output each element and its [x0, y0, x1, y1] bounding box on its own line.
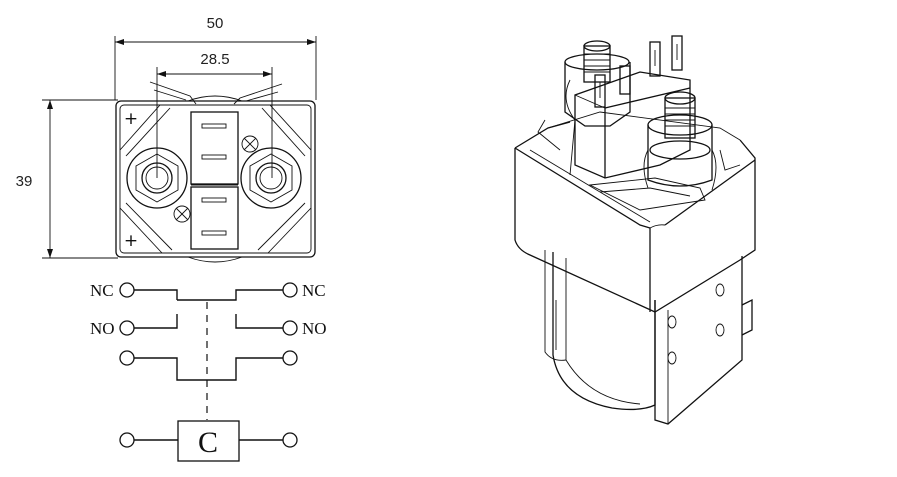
wiring-schematic: NC NC NO NO C: [90, 281, 327, 462]
no-right-terminal-icon: [282, 320, 298, 336]
height-dimension: 39: [16, 99, 118, 259]
terminal-spacing-label: 28.5: [200, 51, 229, 68]
contactor-isometric-view: [514, 35, 756, 425]
height-dimension-label: 39: [16, 173, 33, 190]
coil-left-terminal-icon: [119, 432, 135, 448]
contactor-front-view: + +: [115, 81, 316, 263]
coil-right-terminal-icon: [282, 432, 298, 448]
nc-left-terminal-icon: [119, 282, 135, 298]
coil-box: [177, 420, 240, 462]
width-dimension-label: 50: [207, 15, 224, 32]
nc-right-terminal-icon: [282, 282, 298, 298]
nc-right-label: NC: [302, 281, 326, 300]
terminal-spacing-dimension: 28.5: [156, 51, 273, 178]
no-left-label: NO: [90, 319, 115, 338]
aux-right-terminal-icon: [282, 350, 298, 366]
aux-left-terminal-icon: [119, 350, 135, 366]
width-dimension: 50: [114, 15, 317, 100]
no-left-terminal-icon: [119, 320, 135, 336]
polarity-bottom-marker: +: [124, 231, 138, 251]
nc-left-label: NC: [90, 281, 114, 300]
no-right-label: NO: [302, 319, 327, 338]
polarity-top-marker: +: [124, 109, 138, 129]
coil-label: C: [198, 426, 218, 459]
